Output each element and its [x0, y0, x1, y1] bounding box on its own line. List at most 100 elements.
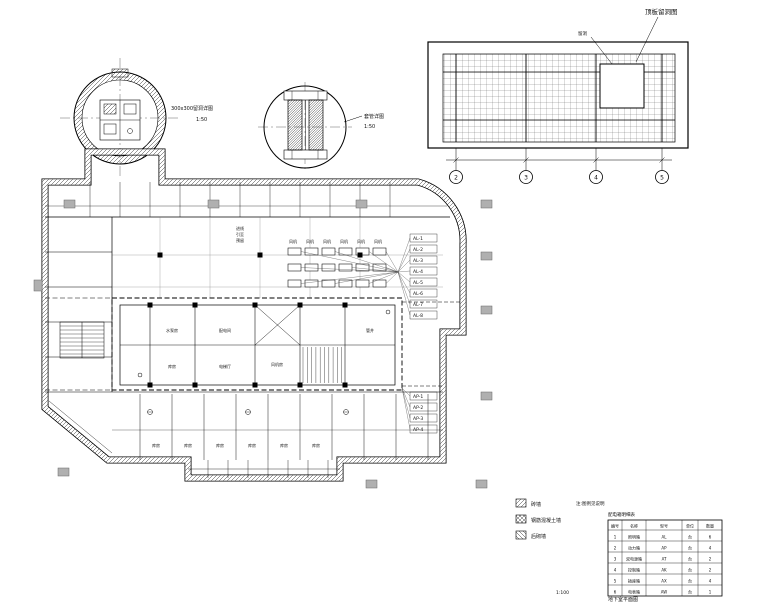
equip-label: 风机 — [306, 238, 314, 244]
equip-label: 风机 — [374, 238, 382, 244]
bay-label: 库房 — [216, 442, 224, 448]
core-room-label: 水泵房 — [166, 327, 178, 333]
core-room-label: 电梯厅 — [219, 363, 231, 369]
bay-label: 库房 — [280, 442, 288, 448]
legend-swatch-infill — [515, 530, 527, 540]
roof-hole-note: 留洞 — [578, 30, 587, 37]
core-room-label: 库房 — [168, 363, 176, 369]
footer-title: 地下室平面图 — [608, 596, 638, 602]
panel-label: AL-5 — [413, 280, 423, 286]
core-columns — [147, 302, 348, 388]
table-header: 型号 — [660, 523, 668, 529]
panel-label: AL-1 — [413, 236, 423, 242]
equip-label: 风机 — [289, 238, 297, 244]
svg-text:台: 台 — [688, 545, 692, 551]
svg-text:2: 2 — [614, 546, 617, 551]
legend-swatch-brick — [515, 498, 527, 508]
panel-label: AL-4 — [413, 269, 423, 275]
svg-text:台: 台 — [688, 567, 692, 573]
panel-label: AL-8 — [413, 313, 423, 319]
grid-bubble — [655, 170, 669, 184]
legend-label: 砖墙 — [531, 501, 541, 508]
equipment-area: 风机 风机 风机 风机 风机 风机 进线 引至 预留 — [157, 225, 399, 288]
svg-text:4: 4 — [709, 546, 712, 551]
footer: 1:100 地下室平面图 — [556, 590, 638, 602]
plan-note: 引至 — [236, 231, 244, 237]
svg-text:6: 6 — [614, 590, 617, 595]
equip-label: 风机 — [340, 238, 348, 244]
svg-text:台: 台 — [688, 556, 692, 562]
table-row: 4 控制箱 AK 台 2 — [614, 567, 712, 573]
core-room-label: 配电间 — [219, 327, 231, 333]
floor-plan: 水泵房 配电间 风机房 管井 库房 电梯厅 — [33, 148, 493, 489]
svg-text:AT: AT — [662, 557, 667, 562]
bay-label: 库房 — [184, 442, 192, 448]
svg-text:AK: AK — [661, 568, 667, 573]
roof-detail-title: 顶板留洞图 — [645, 7, 678, 16]
svg-text:台: 台 — [688, 589, 692, 595]
plan-note: 预留 — [236, 237, 244, 243]
table-row: 6 电表箱 AW 台 1 — [614, 589, 712, 595]
table-header: 编号 — [611, 523, 619, 529]
top-bays — [45, 182, 450, 218]
legend-note: 注:图例见说明 — [576, 500, 605, 507]
sleeve-detail-scale: 1:50 — [364, 124, 375, 130]
pier-markers — [33, 199, 493, 489]
panel-label: AL-3 — [413, 258, 423, 264]
panel-label: AL-2 — [413, 247, 423, 253]
svg-text:5: 5 — [614, 579, 617, 584]
grid-bubble — [589, 170, 603, 184]
bottom-bays: 库房 库房 库房 库房 库房 库房 — [112, 394, 443, 460]
hole-detail-title: 300x300留洞详图 — [171, 105, 213, 112]
svg-text:4: 4 — [709, 579, 712, 584]
svg-text:AL: AL — [662, 535, 668, 540]
svg-text:1: 1 — [614, 535, 617, 540]
table-row: 2 动力箱 AP 台 4 — [614, 545, 712, 551]
svg-text:AW: AW — [661, 590, 668, 595]
svg-text:1: 1 — [709, 590, 712, 595]
svg-text:4: 4 — [614, 568, 617, 573]
plan-note: 进线 — [236, 225, 244, 231]
svg-text:电表箱: 电表箱 — [628, 589, 640, 595]
svg-text:插座箱: 插座箱 — [628, 578, 640, 584]
bay-label: 库房 — [152, 442, 160, 448]
svg-text:AX: AX — [661, 579, 667, 584]
hole-detail-scale: 1:50 — [196, 117, 207, 123]
svg-text:台: 台 — [688, 578, 692, 584]
footer-scale: 1:100 — [556, 590, 569, 596]
legend: 砖墙 钢筋混凝土墙 后砌墙 注:图例见说明 — [515, 498, 605, 540]
table-header: 名称 — [630, 523, 638, 529]
grid-bubble-label-3: 3 — [524, 175, 528, 182]
core-dashed-boundary — [111, 297, 403, 391]
grid-bubble-label-4: 4 — [594, 175, 598, 182]
sleeve-detail-title: 套管详图 — [364, 113, 384, 120]
grid-bubble-label-5: 5 — [660, 175, 664, 182]
grid-bubble-label-2: 2 — [454, 175, 458, 182]
legend-label: 钢筋混凝土墙 — [531, 517, 561, 524]
equip-label: 风机 — [323, 238, 331, 244]
panel-label: AP-3 — [413, 416, 423, 422]
grid-bubble — [519, 170, 533, 184]
bottom-strip — [188, 460, 340, 478]
svg-text:3: 3 — [614, 557, 617, 562]
table-header: 单位 — [686, 523, 694, 529]
svg-text:2: 2 — [709, 568, 712, 573]
panel-label: AL-7 — [413, 302, 423, 308]
svg-text:控制箱: 控制箱 — [628, 567, 640, 573]
legend-swatch-concrete — [515, 514, 527, 524]
svg-text:AP: AP — [661, 546, 667, 551]
bay-label: 库房 — [248, 442, 256, 448]
core-room-label: 管井 — [366, 327, 374, 333]
hole-detail-circle: 300x300留洞详图 1:50 — [60, 58, 213, 178]
panel-label: AP-1 — [413, 394, 423, 400]
equip-label: 风机 — [357, 238, 365, 244]
svg-text:动力箱: 动力箱 — [628, 545, 640, 551]
core-area: 水泵房 配电间 风机房 管井 库房 电梯厅 — [45, 297, 461, 391]
bay-label: 库房 — [312, 442, 320, 448]
legend-label: 后砌墙 — [531, 533, 546, 540]
core-room-label: 风机房 — [271, 361, 283, 367]
